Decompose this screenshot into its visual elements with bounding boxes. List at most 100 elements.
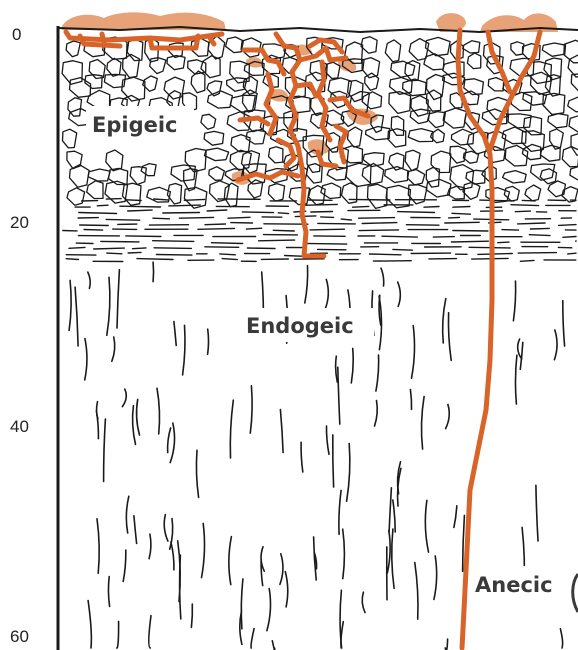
soil-aggregate <box>66 41 80 57</box>
layer-line <box>128 210 152 211</box>
layer-line <box>568 253 576 254</box>
layer-line <box>205 224 225 225</box>
anecic-label: Anecic <box>475 573 553 597</box>
endogeic-label: Endogeic <box>246 314 354 338</box>
epigeic-burrows <box>66 32 222 48</box>
layer-line <box>222 259 237 260</box>
soil-aggregate <box>67 188 85 206</box>
layer-line <box>126 236 161 237</box>
layer-line <box>205 247 239 248</box>
anecic-partial-glyph <box>573 574 578 612</box>
subsoil-crack <box>513 281 515 321</box>
subsoil-crack <box>415 563 418 620</box>
layer-line <box>107 253 122 254</box>
subsoil-crack <box>280 410 283 453</box>
subsoil-crack <box>343 529 345 578</box>
subsoil-crack <box>301 442 303 472</box>
subsoil-crack <box>389 488 391 532</box>
layer-line <box>406 225 439 226</box>
soil-aggregate <box>405 150 420 170</box>
layer-line <box>453 207 470 208</box>
layer-line <box>321 217 334 218</box>
soil-aggregate <box>385 167 409 183</box>
soil-aggregate <box>467 53 480 69</box>
subsoil-crack <box>251 629 254 648</box>
subsoil-crack <box>164 515 168 542</box>
layer-line <box>424 207 439 208</box>
subsoil-crack <box>445 639 447 650</box>
subsoil-crack <box>376 355 379 391</box>
subsoil-crack <box>333 435 334 487</box>
subsoil-crack <box>375 401 378 427</box>
layer-line <box>449 217 460 218</box>
layer-line <box>246 228 261 229</box>
soil-aggregate <box>87 181 103 199</box>
subsoil-crack <box>338 367 340 424</box>
compacted-layer-lines <box>63 199 576 262</box>
layer-line <box>242 212 273 213</box>
subsoil-crack <box>398 282 401 306</box>
soil-aggregate <box>463 41 480 53</box>
subsoil-crack <box>421 397 424 450</box>
soil-aggregate <box>571 134 578 156</box>
soil-aggregate <box>431 151 451 172</box>
layer-line <box>84 230 103 231</box>
layer-line <box>220 254 236 255</box>
layer-line <box>518 223 545 224</box>
soil-aggregate <box>389 92 411 114</box>
layer-line <box>302 204 337 205</box>
soil-aggregate <box>540 169 556 184</box>
soil-aggregate <box>107 58 121 76</box>
soil-aggregate <box>389 153 404 170</box>
soil-aggregate <box>191 71 205 93</box>
anecic-burrow-branch-left <box>488 32 510 92</box>
soil-aggregate <box>426 37 451 55</box>
subsoil-crack <box>554 330 557 360</box>
layer-line <box>398 212 435 213</box>
soil-aggregate <box>424 54 444 70</box>
subsoil-crack <box>108 577 109 607</box>
subsoil-crack <box>104 419 106 481</box>
soil-aggregate <box>204 131 224 145</box>
soil-aggregate <box>242 151 260 174</box>
subsoil-crack <box>425 500 428 552</box>
subsoil-crack <box>230 400 233 458</box>
layer-line <box>362 223 397 224</box>
layer-line <box>285 256 305 257</box>
soil-aggregate <box>463 182 480 199</box>
subsoil-crack <box>183 325 185 375</box>
layer-line <box>137 259 173 260</box>
layer-line <box>154 248 191 249</box>
subsoil-crack <box>117 270 119 328</box>
subsoil-crack <box>137 399 140 435</box>
layer-line <box>445 222 479 223</box>
layer-line <box>69 247 85 248</box>
depth-tick-label-40: 40 <box>10 417 29 436</box>
subsoil-crack <box>341 622 343 648</box>
layer-line <box>97 205 108 206</box>
soil-aggregate <box>408 170 425 185</box>
endogeic-burrow-7 <box>296 84 316 96</box>
soil-aggregate <box>289 188 309 205</box>
depth-tick-label-60: 60 <box>10 627 29 646</box>
layer-line <box>359 230 398 231</box>
layer-line <box>515 211 530 212</box>
soil-aggregate <box>88 169 110 181</box>
subsoil-crack <box>362 592 365 612</box>
layer-line <box>66 259 78 260</box>
subsoil-crack <box>560 629 562 648</box>
subsoil-crack <box>171 542 174 570</box>
layer-line <box>318 223 356 224</box>
soil-aggregate <box>70 78 91 98</box>
soil-aggregate <box>205 148 229 161</box>
subsoil-crack <box>88 601 91 649</box>
soil-aggregate <box>568 97 578 112</box>
endogeic-burrow-11 <box>238 172 298 180</box>
soil-aggregate <box>141 164 156 176</box>
layer-line <box>310 229 345 230</box>
layer-line <box>154 199 168 200</box>
soil-aggregate <box>540 145 560 161</box>
subsoil-crack <box>434 556 437 600</box>
subsoil-crack <box>149 616 151 648</box>
soil-aggregate <box>562 147 578 167</box>
